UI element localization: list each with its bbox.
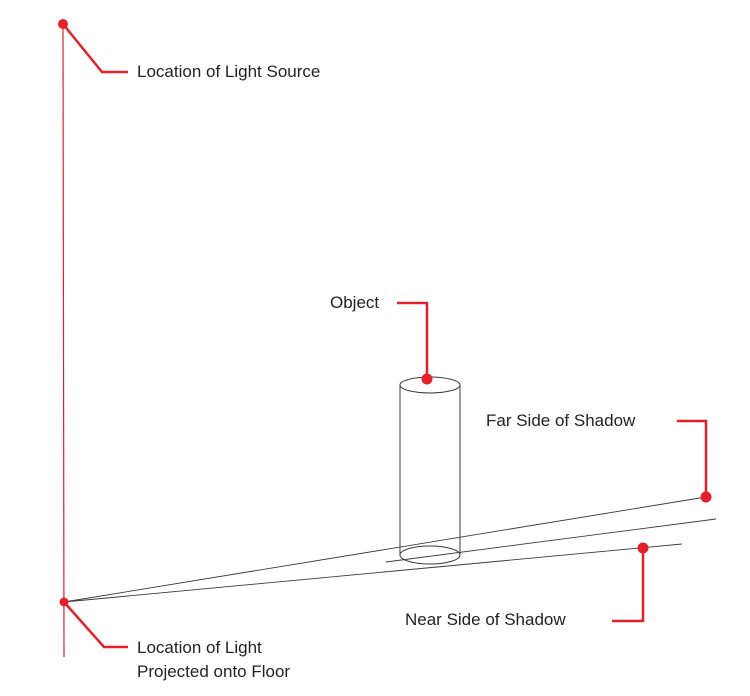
- light-vertical-line: [62, 23, 65, 658]
- far-side-leader: [677, 419, 708, 497]
- light-source-label: Location of Light Source: [137, 62, 321, 81]
- near-side-label: Near Side of Shadow: [405, 610, 566, 629]
- cylinder-object: [399, 376, 461, 565]
- near-side-leader: [612, 548, 645, 623]
- projected-label-line1: Location of Light: [137, 638, 262, 657]
- object-dot: [421, 373, 433, 385]
- far-side-label: Far Side of Shadow: [486, 411, 636, 430]
- projected-leader: [63, 601, 128, 649]
- projected-light-label: Location of Light Projected onto Floor: [137, 636, 290, 684]
- object-leader: [397, 301, 429, 379]
- far-shadow-ray: [63, 496, 707, 603]
- light-source-dot: [58, 19, 68, 29]
- light-source-leader: [62, 23, 128, 74]
- projected-label-line2: Projected onto Floor: [137, 662, 291, 681]
- far-side-dot: [700, 491, 712, 503]
- object-label: Object: [330, 293, 380, 312]
- projected-light-dot: [59, 597, 69, 607]
- shadow-extension-line: [385, 518, 717, 563]
- near-shadow-ray: [63, 543, 683, 603]
- near-side-dot: [637, 542, 649, 554]
